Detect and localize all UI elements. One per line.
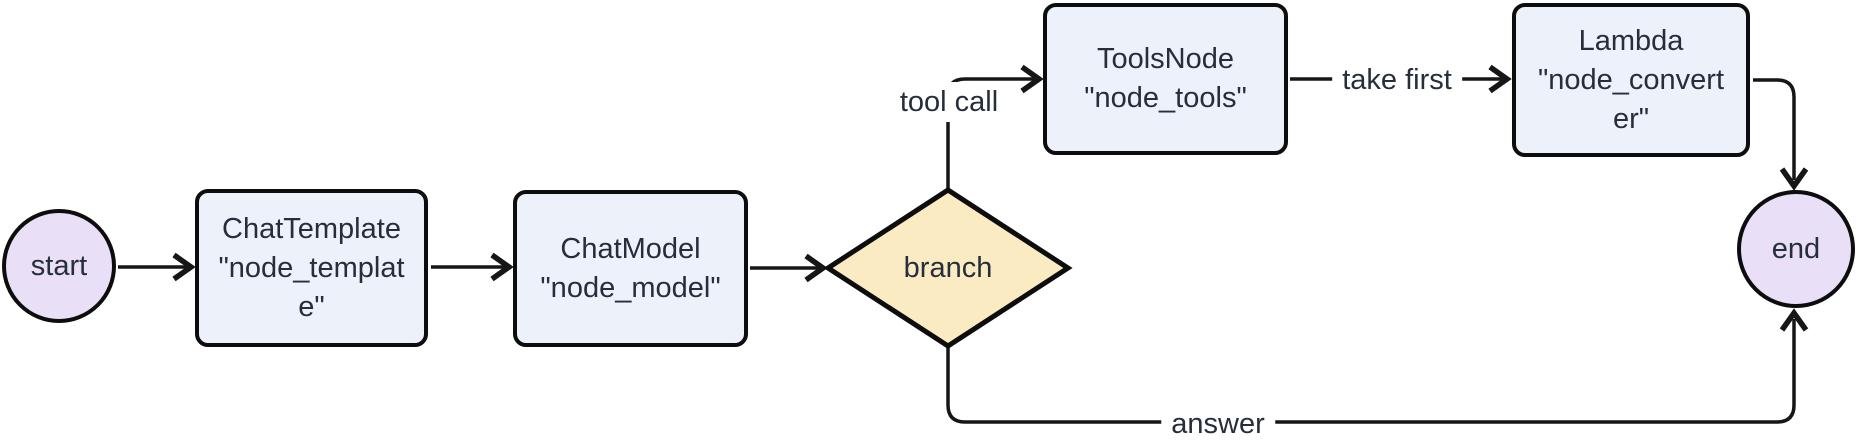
arrowhead-down-icon — [1779, 167, 1809, 191]
node-label: end — [1771, 232, 1821, 265]
node-label: branch — [903, 251, 993, 284]
arrowhead-right-icon — [1488, 64, 1512, 94]
node-label: ChatTemplate "node_templat e" — [218, 212, 405, 323]
arrowhead-right-icon — [804, 253, 828, 283]
node-label: start — [30, 249, 88, 282]
node-start: start — [2, 209, 116, 323]
edge-converter-to-end — [1753, 78, 1796, 180]
node-tools-node: ToolsNode "node_tools" — [1043, 3, 1288, 155]
arrowhead-right-icon — [1020, 64, 1044, 94]
node-chat-template: ChatTemplate "node_templat e" — [195, 189, 428, 347]
arrowhead-up-icon — [1779, 308, 1809, 332]
node-end: end — [1737, 190, 1855, 308]
edge-label-tool-call: tool call — [889, 82, 1009, 122]
node-label: Lambda "node_convert er" — [1537, 24, 1725, 135]
node-label: ChatModel "node_model" — [540, 232, 721, 304]
node-branch-label: branch — [848, 248, 1048, 288]
edge-branch-to-end — [946, 319, 1796, 424]
edge-label-take-first: take first — [1332, 60, 1462, 100]
node-branch-diamond — [823, 187, 1073, 349]
arrowhead-right-icon — [172, 252, 196, 282]
edge-label-answer: answer — [1161, 404, 1275, 440]
node-chat-model: ChatModel "node_model" — [513, 190, 748, 347]
arrowhead-right-icon — [490, 252, 514, 282]
node-label: ToolsNode "node_tools" — [1084, 43, 1247, 114]
node-lambda-converter: Lambda "node_convert er" — [1512, 3, 1750, 157]
